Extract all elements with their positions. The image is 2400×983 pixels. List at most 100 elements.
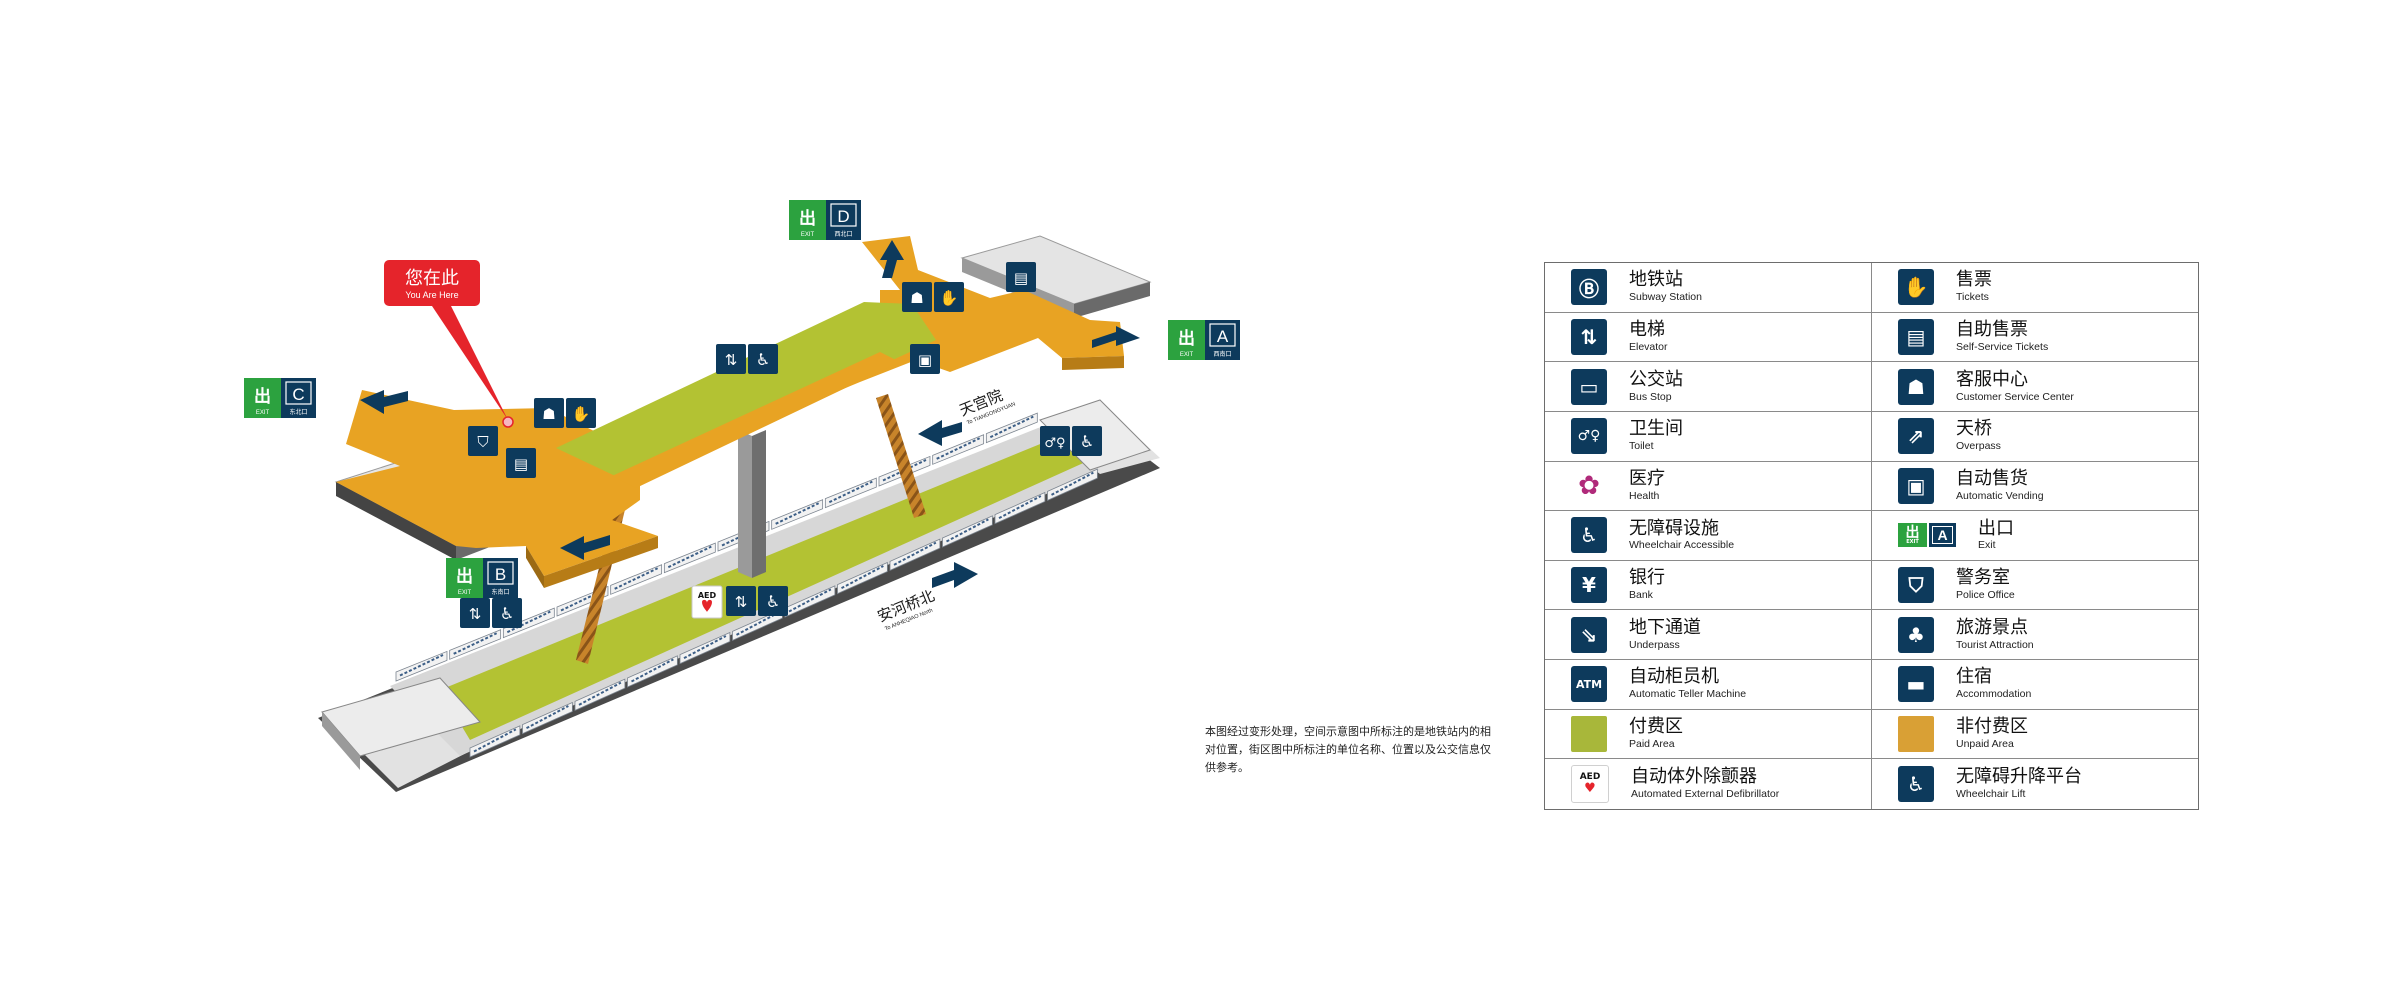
train-windows (841, 565, 884, 590)
concourse-level (334, 235, 1152, 588)
elevator-icon: ⇅ (716, 344, 746, 374)
paid-area-concourse (556, 302, 936, 482)
health-icon: ✿ (1571, 467, 1607, 504)
unpaid-area-swatch (1898, 716, 1934, 753)
legend-label-en: Exit (1978, 539, 1996, 552)
legend-label-zh: 旅游景点 (1956, 616, 2028, 638)
arrow-exit-b (560, 535, 610, 560)
legend-label-zh: 天桥 (1956, 418, 1992, 440)
legend-label-zh: 自助售票 (1956, 318, 2028, 340)
legend-label-en: Paid Area (1629, 737, 1675, 750)
map-facility-icons: ▤ ☗ ✋ ▣ ⇅ ♿ ☗ ✋ ⛉ ▤ ♂♀ ♿ ⇅ ♿ AED ⇅ ♿ (460, 262, 1102, 628)
svg-text:⛉: ⛉ (477, 433, 488, 451)
vending-icon: ▣ (1898, 467, 1934, 504)
svg-text:☗: ☗ (910, 289, 923, 307)
exit-c-badge[interactable]: 出 EXIT C 东北口 (244, 378, 316, 418)
underpass-icon: ⇘ (1571, 616, 1607, 653)
legend-label-zh: 地下通道 (1629, 616, 1701, 638)
train-car (771, 499, 824, 530)
exit-d-badge[interactable]: 出 EXIT D 西北口 (789, 200, 861, 240)
train-windows (473, 728, 517, 753)
direction-anheqiaobei: 安河桥北 To ANHEQIAO North (875, 587, 937, 633)
direction-tiangongyuan: 天宫院 To TIANGONGYUAN (957, 386, 1017, 426)
bus-icon: ▭ (1571, 368, 1607, 405)
legend-label-en: Automated External Defibrillator (1631, 788, 1780, 801)
svg-text:☗: ☗ (542, 405, 555, 423)
arrow-exit-c (360, 390, 408, 414)
disclaimer-note: 本图经过变形处理，空间示意图中所标注的是地铁站内的相对位置，街区图中所标注的单位… (1205, 725, 1491, 774)
wheelchair-icon: ♿ (492, 598, 522, 628)
svg-text:EXIT: EXIT (256, 410, 270, 416)
train-windows (721, 524, 766, 547)
aed-icon: AED♥ (1571, 765, 1609, 804)
exit-letter: A (1217, 327, 1229, 346)
svg-text:✋: ✋ (940, 289, 959, 307)
svg-text:EXIT: EXIT (801, 232, 815, 238)
legend-label-zh: 自动柜员机 (1629, 666, 1719, 688)
atm-icon: ATM (1571, 666, 1607, 703)
exit-sub: 东南口 (491, 588, 509, 596)
train-windows (998, 495, 1042, 520)
train-windows (736, 611, 779, 636)
legend-label-zh: 警务室 (1956, 567, 2010, 589)
exit-letter: C (292, 385, 304, 404)
paid-area-swatch (1571, 716, 1607, 753)
legend-label-en: Customer Service Center (1956, 390, 2074, 403)
exit-b-badge[interactable]: 出 EXIT B 东南口 (446, 558, 518, 598)
train-car (824, 477, 877, 509)
legend-label-en: Accommodation (1956, 688, 2032, 701)
exit-a-badge[interactable]: 出 EXIT A 西南口 (1168, 320, 1240, 360)
legend-label-en: Elevator (1629, 340, 1668, 353)
legend-label-en: Self-Service Tickets (1956, 340, 2049, 353)
tickets-icon: ✋ (1898, 269, 1934, 306)
svg-text:⇅: ⇅ (735, 593, 748, 611)
legend-label-zh: 出口 (1978, 517, 2014, 539)
exit-sub: 西北口 (834, 230, 852, 238)
train-windows (893, 541, 937, 566)
svg-text:⇅: ⇅ (469, 605, 482, 623)
legend-label-zh: 无障碍设施 (1629, 517, 1719, 539)
train-windows (936, 437, 981, 460)
legend-label-en: Automatic Teller Machine (1629, 688, 1747, 701)
you-are-here-marker: 您在此 You Are Here (384, 260, 514, 428)
svg-text:▤: ▤ (514, 455, 528, 473)
train-windows (946, 518, 989, 543)
legend-label-en: Toilet (1629, 440, 1654, 453)
arrow-exit-d (880, 240, 904, 278)
svg-text:♿: ♿ (500, 604, 514, 623)
legend-label-zh: 医疗 (1629, 467, 1665, 489)
train-windows (506, 610, 551, 634)
self-service-tickets-icon: ▤ (1006, 262, 1036, 292)
bank-icon: ¥ (1571, 567, 1607, 604)
legend-label-zh: 非付费区 (1956, 716, 2028, 738)
legend-label-zh: 卫生间 (1629, 418, 1683, 440)
direction-arrows (360, 240, 1140, 588)
legend-label-zh: 住宿 (1956, 666, 1992, 688)
you-are-here-dot (502, 416, 514, 428)
self-service-tickets-icon: ▤ (1898, 318, 1934, 355)
elevator-icon: ⇅ (460, 598, 490, 628)
wheelchair-icon: ♿ (758, 586, 788, 616)
svg-text:✋: ✋ (572, 405, 591, 423)
train-car (502, 607, 555, 639)
train-windows (667, 545, 712, 569)
exit-sub: 西南口 (1213, 350, 1231, 358)
train-windows (788, 588, 832, 613)
train-windows (882, 459, 927, 482)
police-icon: ⛉ (1898, 567, 1934, 604)
toilet-icon: ♂♀ (1571, 418, 1607, 455)
legend-label-en: Health (1629, 489, 1660, 502)
wheelchair-icon: ♿ (1571, 517, 1607, 554)
